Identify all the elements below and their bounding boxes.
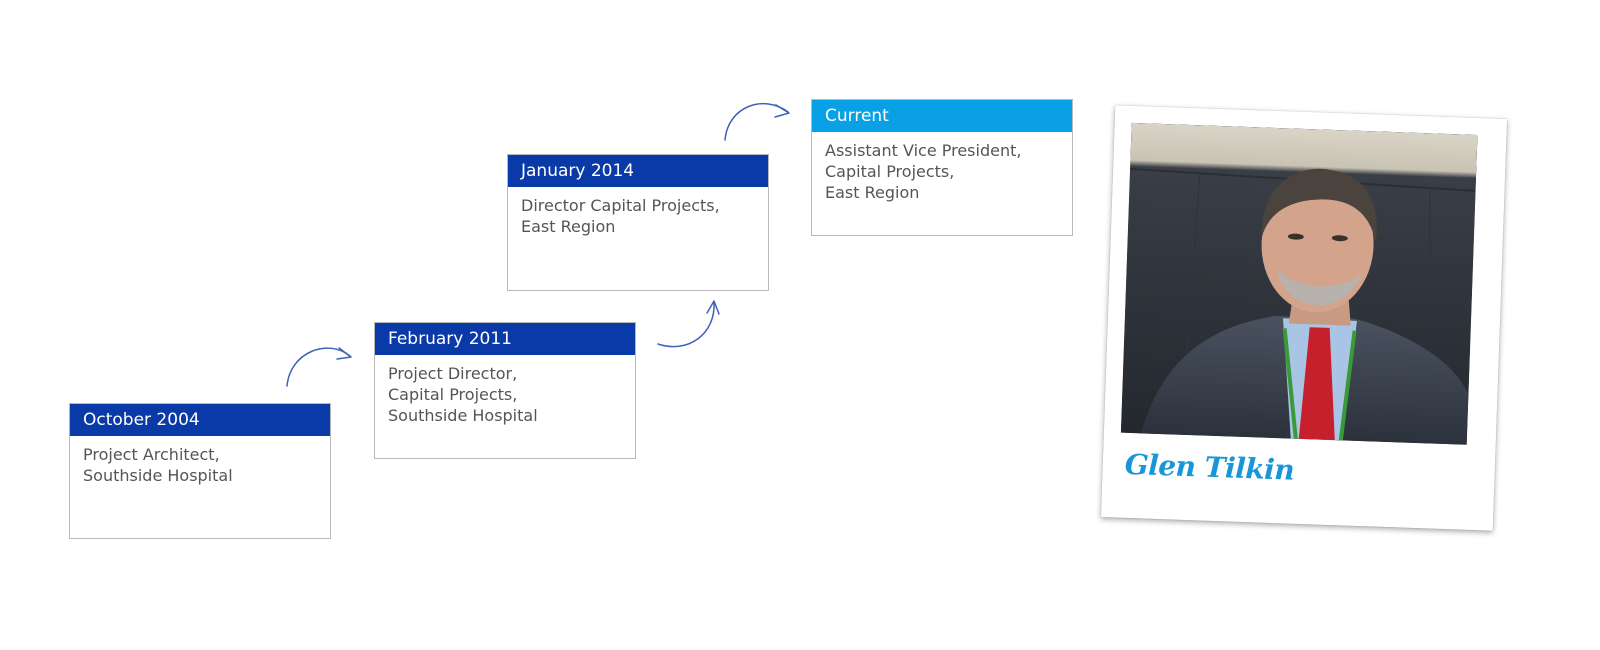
- timeline-card-current: Current Assistant Vice President, Capita…: [811, 99, 1073, 236]
- card-date: February 2011: [375, 323, 635, 355]
- card-role-line: Assistant Vice President,: [825, 141, 1022, 160]
- card-date: January 2014: [508, 155, 768, 187]
- timeline-card-october-2004: October 2004 Project Architect, Southsid…: [69, 403, 331, 539]
- polaroid-photo-frame: Glen Tilkin: [1100, 105, 1508, 531]
- card-role-line: Capital Projects,: [825, 162, 955, 181]
- card-role-line: Southside Hospital: [388, 406, 538, 425]
- card-role-line: Southside Hospital: [83, 466, 233, 485]
- curved-arrow-icon: [657, 300, 720, 348]
- card-body: Project Director, Capital Projects, Sout…: [375, 355, 635, 426]
- card-role-line: East Region: [521, 217, 616, 236]
- card-body: Assistant Vice President, Capital Projec…: [812, 132, 1072, 203]
- card-role-line: Director Capital Projects,: [521, 196, 720, 215]
- card-body: Project Architect, Southside Hospital: [70, 436, 330, 486]
- card-role-line: East Region: [825, 183, 920, 202]
- card-role-line: Project Director,: [388, 364, 518, 383]
- portrait-photo: [1120, 122, 1478, 445]
- card-date: Current: [812, 100, 1072, 132]
- curved-arrow-icon: [286, 347, 352, 387]
- timeline-card-february-2011: February 2011 Project Director, Capital …: [374, 322, 636, 459]
- card-body: Director Capital Projects, East Region: [508, 187, 768, 237]
- card-role-line: Project Architect,: [83, 445, 220, 464]
- photo-caption: Glen Tilkin: [1124, 447, 1295, 487]
- curved-arrow-icon: [724, 103, 790, 141]
- card-role-line: Capital Projects,: [388, 385, 518, 404]
- timeline-card-january-2014: January 2014 Director Capital Projects, …: [507, 154, 769, 291]
- card-date: October 2004: [70, 404, 330, 436]
